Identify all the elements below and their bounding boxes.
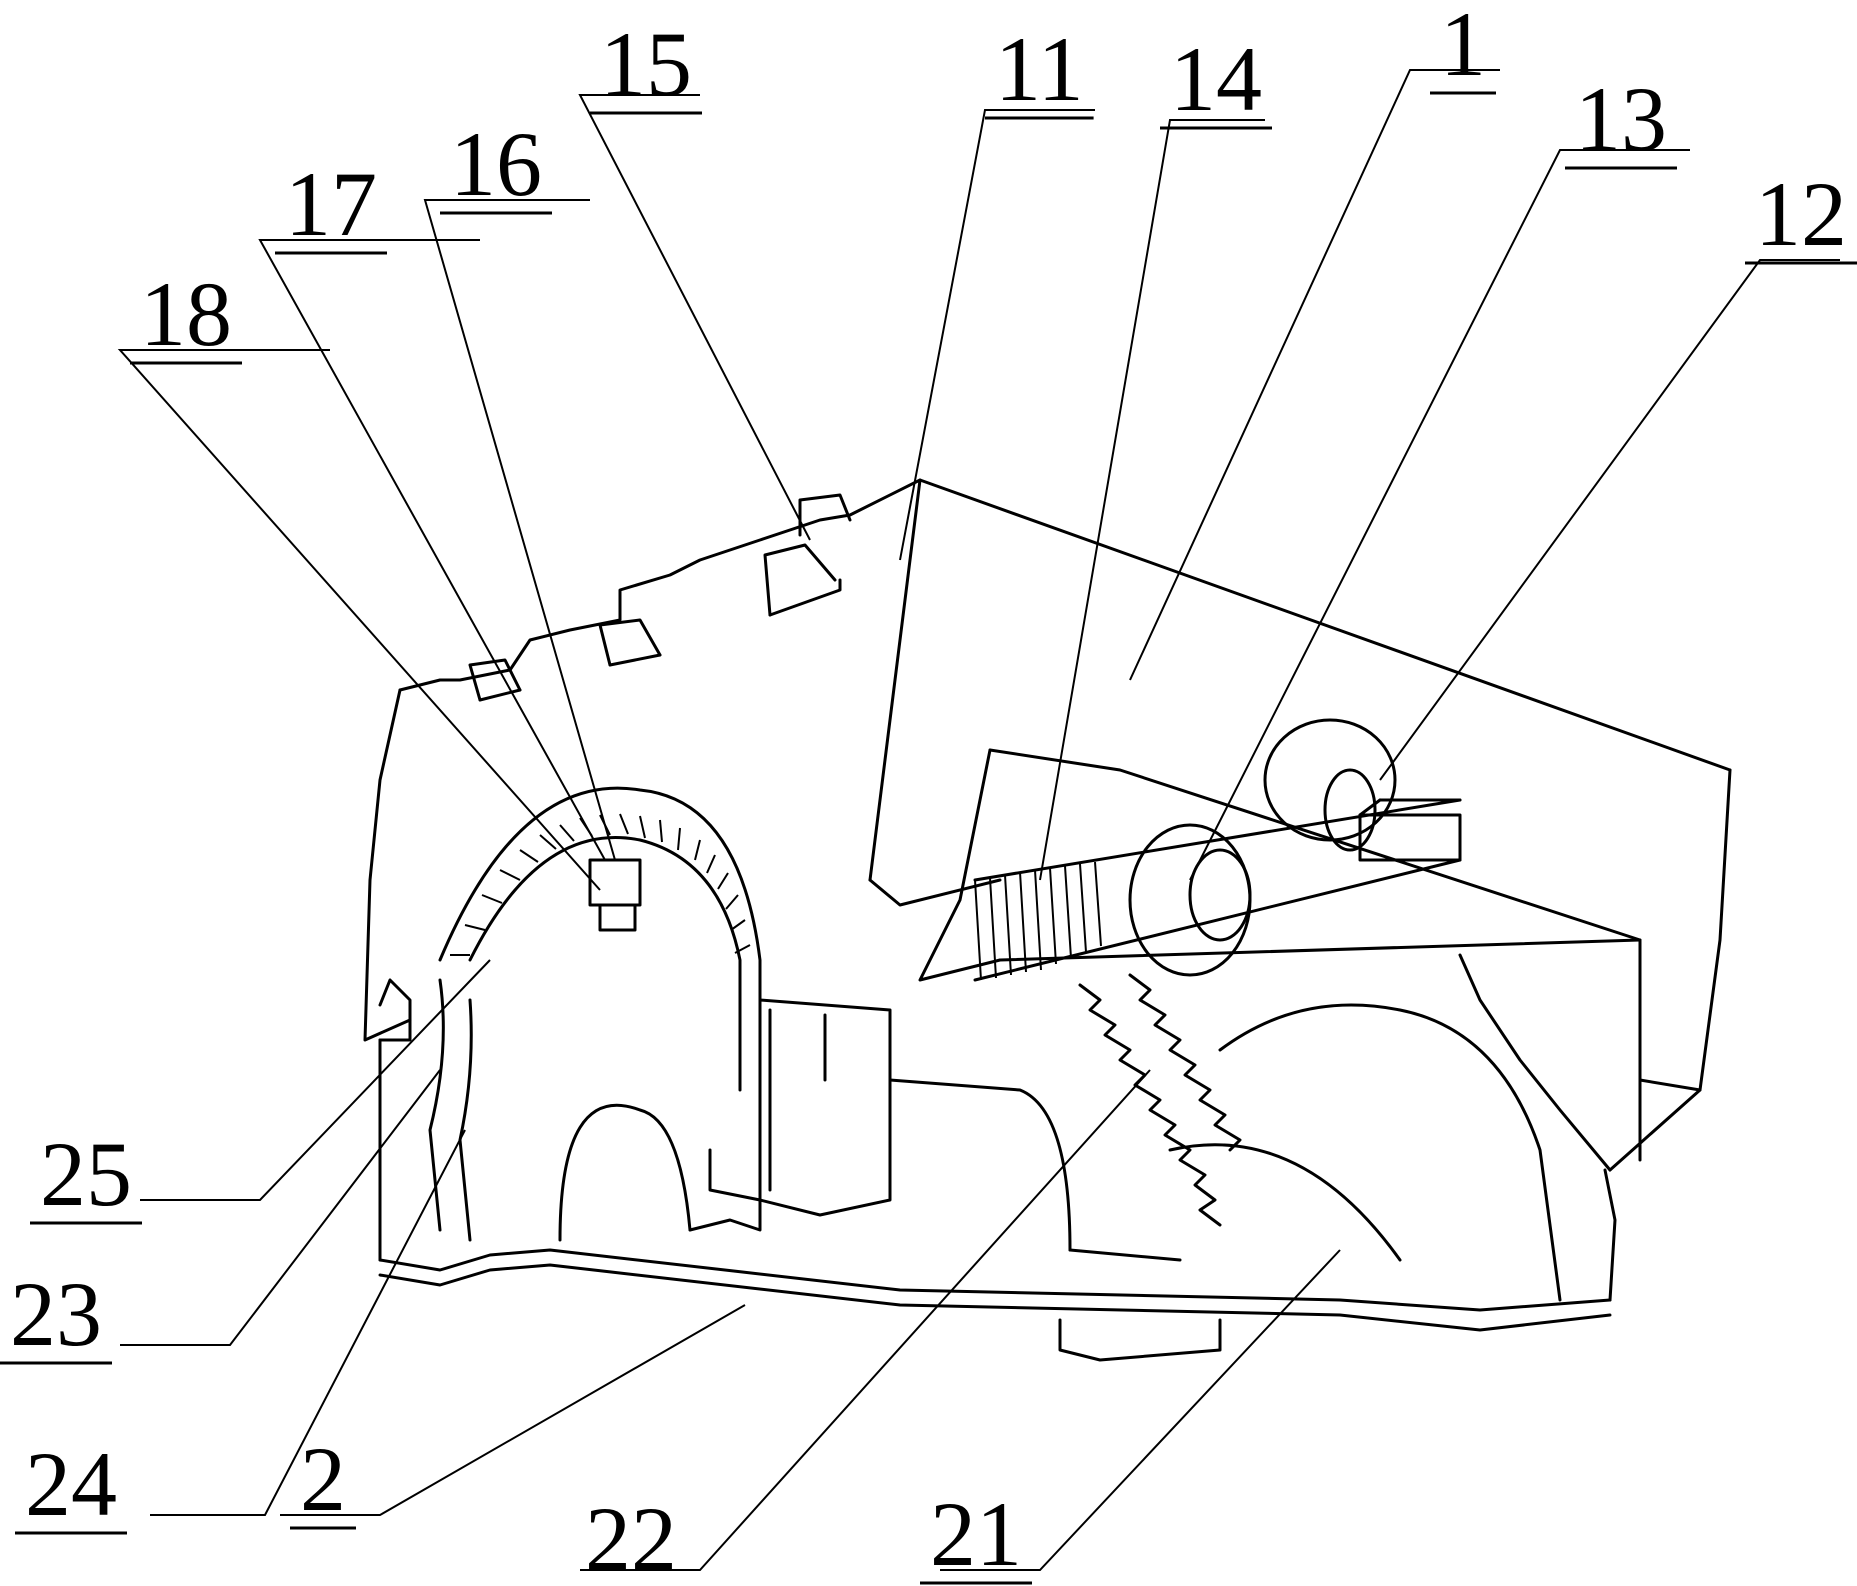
label-23: 23: [10, 1263, 102, 1365]
label-16: 16: [450, 113, 542, 215]
support-block: [708, 998, 892, 1217]
upper-housing: [363, 478, 1732, 1172]
label-25: 25: [40, 1123, 132, 1225]
label-21: 21: [930, 1483, 1022, 1585]
label-11: 11: [995, 18, 1084, 120]
label-14: 14: [1170, 28, 1262, 130]
label-2: 2: [300, 1428, 346, 1530]
label-13: 13: [1575, 68, 1667, 170]
arched-gear: [428, 786, 762, 1242]
label-12: 12: [1755, 163, 1847, 265]
worm-screw: [973, 718, 1462, 982]
cam-arch: [888, 1003, 1562, 1302]
label-15: 15: [600, 13, 692, 115]
label-18: 18: [140, 263, 232, 365]
label-22: 22: [585, 1488, 677, 1586]
worm-gear-teeth: [1078, 973, 1242, 1227]
label-1: 1: [1440, 0, 1486, 95]
leader-lines: [117, 69, 1840, 1571]
label-24: 24: [25, 1433, 117, 1535]
shaft-bracket: [918, 748, 1642, 1172]
label-17: 17: [285, 153, 377, 255]
